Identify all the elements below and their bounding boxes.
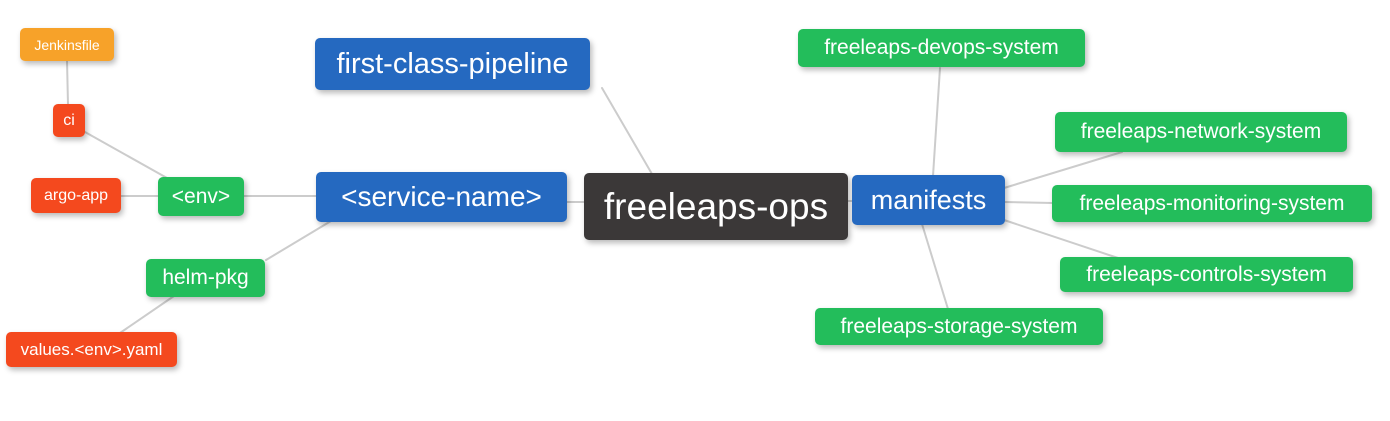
node-freeleaps-storage-system[interactable]: freeleaps-storage-system [815,308,1103,345]
node-first-class-pipeline[interactable]: first-class-pipeline [315,38,590,90]
node-manifests[interactable]: manifests [852,175,1005,225]
node-freeleaps-controls-system[interactable]: freeleaps-controls-system [1060,257,1353,292]
edge-manifests-network [1003,151,1123,189]
node-service-name[interactable]: <service-name> [316,172,567,222]
node-ci[interactable]: ci [53,104,85,137]
edge-pipeline-ops [601,87,653,175]
edge-ci-env [84,131,168,179]
edge-service-name-helm-pkg [265,220,332,261]
edge-manifests-devops [932,67,941,177]
node-freeleaps-ops-root[interactable]: freeleaps-ops [584,173,848,240]
node-freeleaps-devops-system[interactable]: freeleaps-devops-system [798,29,1085,67]
node-jenkinsfile[interactable]: Jenkinsfile [20,28,114,61]
node-argo-app[interactable]: argo-app [31,178,121,213]
node-helm-pkg[interactable]: helm-pkg [146,259,265,297]
node-freeleaps-network-system[interactable]: freeleaps-network-system [1055,112,1347,152]
node-values-env-yaml[interactable]: values.<env>.yaml [6,332,177,367]
node-freeleaps-monitoring-system[interactable]: freeleaps-monitoring-system [1052,185,1372,222]
edge-manifests-monitoring [1003,201,1054,204]
edge-helm-pkg-values [119,295,175,334]
node-env[interactable]: <env> [158,177,244,216]
edge-jenkinsfile-ci [66,59,69,106]
edge-manifests-storage [921,223,949,310]
edge-manifests-controls [1003,219,1119,259]
